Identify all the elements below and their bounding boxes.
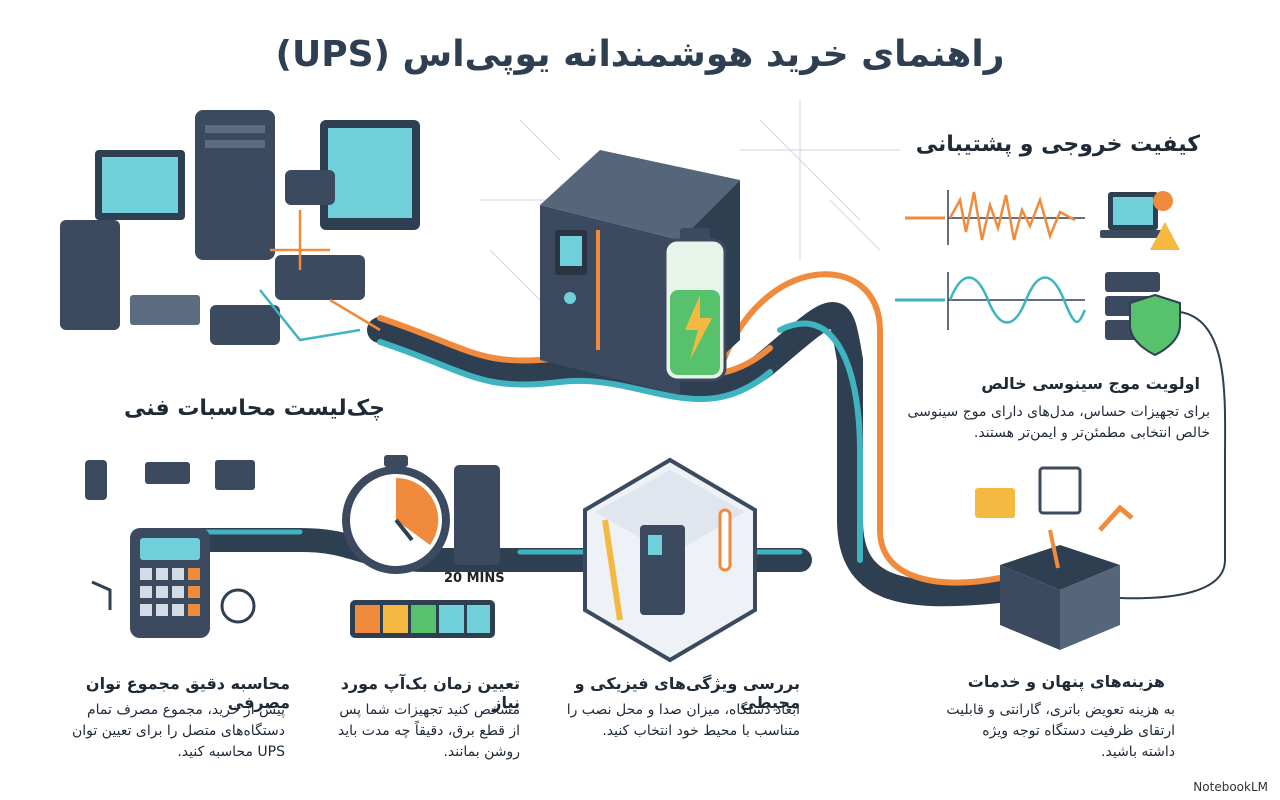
network-devices (60, 110, 420, 345)
card-power-heading: محاسبه دقیق مجموع توان مصرفی (85, 674, 290, 712)
environment-cube-icon (583, 457, 757, 663)
sine-wave-text: برای تجهیزات حساس، مدل‌های دارای موج سین… (907, 404, 1210, 441)
server-shield-icon (1105, 272, 1181, 357)
wave-sine (895, 272, 1087, 330)
card-power-text: پیش از خرید، مجموع مصرف تمام دستگاه‌های … (71, 702, 285, 760)
sine-wave-heading: اولویت موج سینوسی خالص (981, 374, 1200, 393)
stopwatch-icon (342, 455, 500, 638)
brand-label: NotebookLM (1193, 780, 1268, 794)
open-box-icon (975, 466, 1134, 650)
circuit-lines (480, 100, 900, 301)
card-physical-heading: بررسی ویژگی‌های فیزیکی و محیطی (574, 674, 800, 712)
calculator-icon (85, 460, 256, 638)
card-backup-text: مشخص کنید تجهیزات شما پس از قطع برق، دقی… (337, 702, 520, 760)
laptop-warning-icon (1100, 191, 1180, 250)
checklist-heading: چک‌لیست محاسبات فنی (124, 396, 385, 421)
cable-flows (148, 271, 1013, 607)
battery-icon (663, 228, 727, 382)
wave-distorted (905, 190, 1085, 245)
card-backup-heading: تعیین زمان بک‌آپ مورد نیاز (340, 674, 520, 712)
card-costs-heading: هزینه‌های پنهان و خدمات (967, 672, 1165, 691)
page-title: راهنمای خرید هوشمندانه یوپی‌اس (UPS) (275, 34, 1005, 75)
card-physical-text: ابعاد دستگاه، میزان صدا و محل نصب را متن… (566, 702, 800, 739)
card-costs-text: به هزینه تعویض باتری، گارانتی و قابلیت ا… (946, 702, 1175, 760)
timer-label: 20 MINS (444, 571, 505, 586)
output-quality-heading: کیفیت خروجی و پشتیبانی (915, 132, 1200, 157)
